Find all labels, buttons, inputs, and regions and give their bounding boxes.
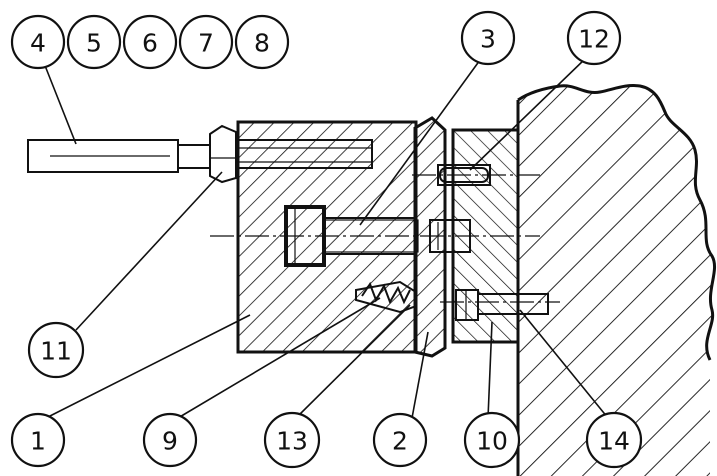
callout-8-label: 8 xyxy=(254,29,270,58)
callout-12: 12 xyxy=(566,10,622,66)
callout-14: 14 xyxy=(585,411,643,469)
callout-10-label: 10 xyxy=(476,427,508,456)
center-lines xyxy=(210,174,560,303)
callout-9: 9 xyxy=(142,412,198,468)
callout-6: 6 xyxy=(122,14,178,70)
callout-10: 10 xyxy=(463,411,521,469)
callout-11: 11 xyxy=(27,321,85,379)
callout-1-label: 1 xyxy=(30,427,46,456)
callout-7: 7 xyxy=(178,14,234,70)
callout-5: 5 xyxy=(66,14,122,70)
callout-5-label: 5 xyxy=(86,29,102,58)
main-body-part-1 xyxy=(236,120,418,354)
callout-3: 3 xyxy=(460,10,516,66)
callout-8: 8 xyxy=(234,14,290,70)
callout-2: 2 xyxy=(372,412,428,468)
callout-4-label: 4 xyxy=(30,29,46,58)
callout-4: 4 xyxy=(10,14,66,70)
leader-lines xyxy=(41,57,609,419)
hex-key-part-4 xyxy=(27,139,211,173)
callout-13-label: 13 xyxy=(276,427,308,456)
spring-part-13 xyxy=(361,281,411,305)
nut-part-11 xyxy=(209,124,372,184)
callout-2-label: 2 xyxy=(392,427,408,456)
callout-11-label: 11 xyxy=(40,337,72,366)
callout-9-label: 9 xyxy=(162,427,178,456)
callout-3-label: 3 xyxy=(480,25,496,54)
callout-7-label: 7 xyxy=(198,29,214,58)
callout-1: 1 xyxy=(10,412,66,468)
cap-screw-part-14 xyxy=(455,289,549,321)
callout-13: 13 xyxy=(263,411,321,469)
callout-12-label: 12 xyxy=(578,25,610,54)
callout-6-label: 6 xyxy=(142,29,158,58)
callout-14-label: 14 xyxy=(598,427,630,456)
